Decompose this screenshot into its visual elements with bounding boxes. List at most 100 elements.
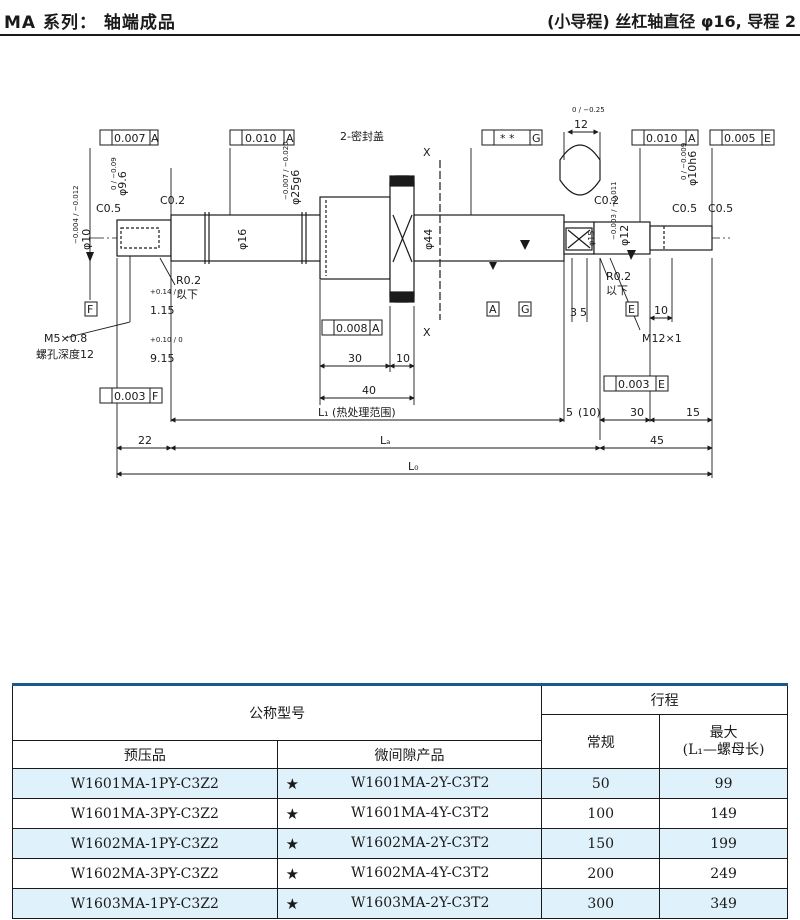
svg-text:A: A (151, 132, 159, 145)
svg-text:−0.003 / −0.011: −0.003 / −0.011 (610, 181, 618, 240)
svg-text:E: E (658, 378, 665, 391)
svg-text:* *: * * (500, 132, 515, 145)
svg-text:10: 10 (654, 304, 668, 317)
svg-text:M5×0.8: M5×0.8 (44, 332, 87, 345)
svg-text:X: X (423, 146, 431, 159)
svg-text:C0.5: C0.5 (96, 202, 121, 215)
tol-left-value: 0.007 (114, 132, 146, 145)
left-end (116, 219, 172, 257)
svg-text:φ10h6: φ10h6 (686, 151, 699, 186)
micro-header: 微间隙产品 (276, 740, 543, 769)
svg-text:−0.007 / −0.020: −0.007 / −0.020 (282, 141, 290, 200)
svg-text:45: 45 (650, 434, 664, 447)
svg-text:以下: 以下 (606, 284, 628, 297)
svg-text:5: 5 (566, 406, 573, 419)
shaft-phi16 (170, 214, 322, 262)
svg-text:R0.2: R0.2 (606, 270, 631, 283)
svg-text:E: E (628, 303, 635, 316)
svg-text:A: A (286, 132, 294, 145)
svg-text:φ15: φ15 (587, 231, 596, 246)
journal-phi12 (593, 221, 651, 255)
svg-text:0.003: 0.003 (618, 378, 650, 391)
svg-text:F: F (152, 390, 158, 403)
svg-text:以下: 以下 (176, 288, 198, 301)
svg-text:C0.2: C0.2 (160, 194, 185, 207)
svg-text:30: 30 (348, 352, 362, 365)
star-icon: ★ (285, 774, 300, 793)
svg-text:G: G (532, 132, 541, 145)
svg-text:40: 40 (362, 384, 376, 397)
svg-text:φ9.6: φ9.6 (116, 171, 129, 196)
svg-text:φ12: φ12 (618, 225, 631, 246)
svg-text:0.003: 0.003 (114, 390, 146, 403)
m5-thread (120, 227, 160, 249)
table-row: W1601MA-3PY-C3Z2 ★W1601MA-4Y-C3T2 100 14… (12, 798, 788, 829)
header-rule (0, 34, 800, 36)
svg-text:0.008: 0.008 (336, 322, 368, 335)
svg-text:A: A (688, 132, 696, 145)
svg-text:30: 30 (630, 406, 644, 419)
journal-phi10 (649, 225, 713, 251)
svg-text:0.010: 0.010 (245, 132, 277, 145)
svg-text:R0.2: R0.2 (176, 274, 201, 287)
svg-text:3: 3 (570, 306, 577, 319)
svg-text:22: 22 (138, 434, 152, 447)
model-header: 公称型号 (11, 683, 543, 741)
svg-text:+0.10 / 0: +0.10 / 0 (150, 336, 183, 344)
table-row: W1602MA-1PY-C3Z2 ★W1602MA-2Y-C3T2 150 19… (12, 828, 788, 859)
shaft-drawing: 0.007 A 0.010 A 2-密封盖 * * G 12 0 / −0.25… (36, 106, 775, 478)
svg-text:9.15: 9.15 (150, 352, 175, 365)
normal-header: 常规 (541, 714, 661, 769)
nut-body (319, 196, 391, 280)
svg-text:C0.5: C0.5 (672, 202, 697, 215)
svg-text:L₀: L₀ (408, 460, 419, 473)
svg-text:E: E (764, 132, 771, 145)
svg-text:1.15: 1.15 (150, 304, 175, 317)
svg-text:5: 5 (580, 306, 587, 319)
svg-text:10: 10 (396, 352, 410, 365)
section-view (559, 144, 601, 196)
page-header: MA 系列： 轴端成品 (小导程) 丝杠轴直径 φ16, 导程 2 (0, 0, 800, 40)
preload-header: 预压品 (12, 740, 278, 769)
svg-text:螺孔深度12: 螺孔深度12 (36, 347, 94, 361)
seal-cover-label: 2-密封盖 (340, 129, 384, 143)
table-row: W1601MA-1PY-C3Z2 ★W1601MA-2Y-C3T2 50 99 (12, 768, 788, 799)
svg-text:C0.2: C0.2 (594, 194, 619, 207)
table-row: W1602MA-3PY-C3Z2 ★W1602MA-4Y-C3T2 200 24… (12, 858, 788, 889)
star-icon: ★ (285, 864, 300, 883)
svg-text:A: A (489, 303, 497, 316)
svg-text:+0.14 / 0: +0.14 / 0 (150, 288, 183, 296)
svg-text:0 / −0.09: 0 / −0.09 (110, 157, 118, 190)
svg-text:M12×1: M12×1 (642, 332, 682, 345)
svg-text:15: 15 (686, 406, 700, 419)
svg-text:0 / −0.25: 0 / −0.25 (572, 106, 605, 114)
svg-text:0.005: 0.005 (724, 132, 756, 145)
star-icon: ★ (285, 834, 300, 853)
svg-text:Lₐ: Lₐ (380, 434, 390, 447)
svg-text:−0.004 / −0.012: −0.004 / −0.012 (72, 185, 80, 244)
svg-text:F: F (87, 303, 93, 316)
star-icon: ★ (285, 894, 300, 913)
star-icon: ★ (285, 804, 300, 823)
model-table: 公称型号 行程 常规 最大 (L₁—螺母长) 预压品 微间隙产品 W1601MA… (11, 683, 788, 919)
table-row: W1603MA-1PY-C3Z2 ★W1603MA-2Y-C3T2 300 34… (12, 888, 788, 919)
svg-text:0.010: 0.010 (646, 132, 678, 145)
svg-text:0 / −0.009: 0 / −0.009 (680, 143, 688, 180)
svg-text:φ10: φ10 (80, 229, 93, 250)
svg-text:L₁ (热处理范围): L₁ (热处理范围) (318, 405, 396, 419)
svg-text:12: 12 (574, 118, 588, 131)
svg-text:A: A (372, 322, 380, 335)
svg-text:(10): (10) (578, 406, 601, 419)
screw-shaft (413, 214, 565, 262)
bearing-seat (563, 221, 595, 255)
svg-text:X: X (423, 326, 431, 339)
svg-text:φ16: φ16 (236, 229, 249, 250)
series-title: MA 系列： 轴端成品 (4, 13, 176, 33)
spec-title: (小导程) 丝杠轴直径 φ16, 导程 2 (547, 12, 796, 31)
svg-text:φ44: φ44 (422, 229, 435, 250)
max-header: 最大 (L₁—螺母长) (659, 714, 788, 769)
stroke-header: 行程 (541, 683, 788, 715)
svg-text:φ25g6: φ25g6 (289, 170, 302, 205)
svg-text:C0.5: C0.5 (708, 202, 733, 215)
svg-text:G: G (521, 303, 530, 316)
